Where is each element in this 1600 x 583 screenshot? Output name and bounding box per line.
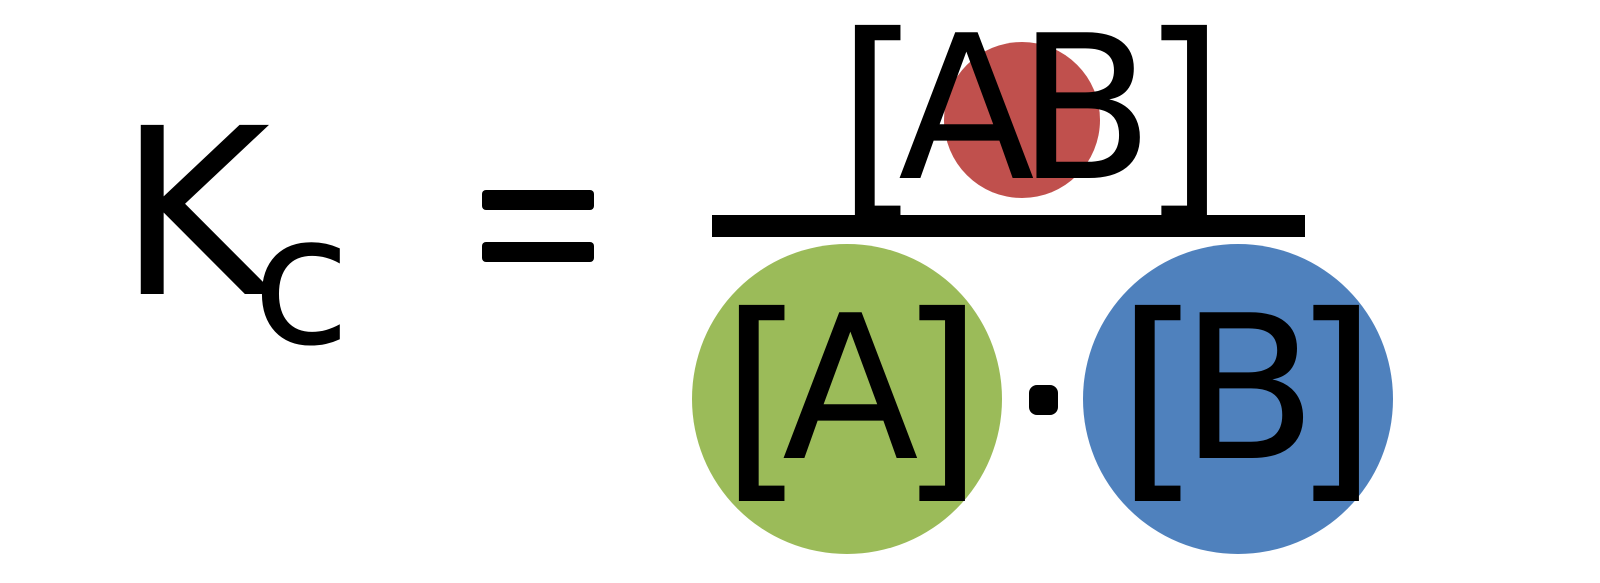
fraction-bar	[712, 215, 1305, 237]
denom-a-open-bracket: [	[720, 268, 806, 524]
denom-a-content: A	[782, 273, 919, 506]
denom-b-content: B	[1180, 273, 1318, 506]
kc-subscript: c	[252, 177, 351, 386]
b-circle	[1083, 244, 1393, 554]
equals-sign	[482, 190, 594, 262]
denom-b-open-bracket: [	[1116, 268, 1202, 524]
numerator-open-bracket: [	[836, 0, 922, 244]
denom-b-close-bracket: ]	[1292, 268, 1378, 524]
ab-circle	[944, 42, 1100, 198]
numerator-close-bracket: ]	[1140, 0, 1226, 244]
numerator-content: AB	[898, 0, 1154, 226]
multiply-dot	[1029, 385, 1058, 415]
denom-a-close-bracket: ]	[898, 268, 984, 524]
kc-symbol: K	[118, 79, 271, 349]
a-circle	[692, 244, 1002, 554]
